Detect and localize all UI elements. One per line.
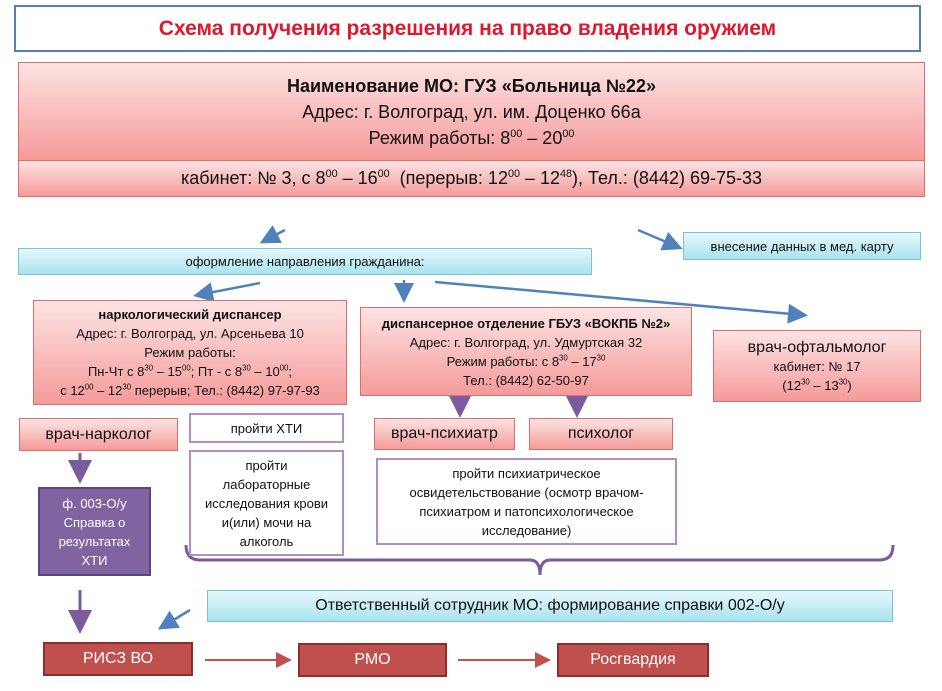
mo-address: Адрес: г. Волгоград, ул. им. Доценко 66а xyxy=(302,101,641,122)
med-card-text: внесение данных в мед. карту xyxy=(710,238,894,254)
text-segment: – 16 xyxy=(337,168,378,188)
psych-exam-box: пройти психиатрическое освидетельствован… xyxy=(376,458,677,545)
text-segment: – 20 xyxy=(522,127,563,148)
psychologist-box: психолог xyxy=(529,418,673,450)
superscript: 00 xyxy=(562,127,575,140)
superscript: 00 xyxy=(377,168,390,180)
narco-hours: Пн-Чт с 830 – 1500; Пт - с 830 – 1000; xyxy=(88,362,292,381)
rmo-box: РМО xyxy=(298,643,447,677)
mo-name: Наименование МО: ГУЗ «Больница №22» xyxy=(286,75,657,96)
superscript: 00 xyxy=(325,168,338,180)
text-segment: Пн-Чт с 8 xyxy=(87,364,145,379)
superscript: 00 xyxy=(507,168,520,180)
superscript: 30 xyxy=(144,363,154,373)
text-segment: – 12 xyxy=(93,383,123,398)
page-title: Схема получения разрешения на право влад… xyxy=(158,16,777,40)
text-segment: ; xyxy=(288,364,293,379)
rmo-text: РМО xyxy=(354,651,391,668)
arrow-to-referral xyxy=(259,225,286,244)
text-segment: Режим работы: 8 xyxy=(368,127,511,148)
disp-name: диспансерное отделение ГБУЗ «ВОКПБ №2» xyxy=(381,315,671,331)
superscript: 00 xyxy=(279,363,289,373)
narcologist-text: врач-нарколог xyxy=(45,425,152,443)
psychologist-text: психолог xyxy=(567,425,635,442)
rosgvard-box: Росгвардия xyxy=(557,643,709,677)
disp-phone: Тел.: (8442) 62-50-97 xyxy=(463,372,589,388)
text-segment: ) xyxy=(847,377,852,393)
risz-box: РИСЗ ВО xyxy=(43,642,193,676)
psych-exam-text: пройти психиатрическое освидетельствован… xyxy=(409,465,644,538)
text-segment: – 15 xyxy=(153,364,182,379)
narco-box: наркологический диспансер Адрес: г. Волг… xyxy=(33,300,347,405)
responsible-box: Ответственный сотрудник МО: формирование… xyxy=(207,590,893,622)
superscript: 30 xyxy=(801,377,810,387)
arrow-to-responsible xyxy=(157,608,191,630)
text-segment: ), Тел.: (8442) 69-75-33 xyxy=(572,168,763,188)
arrow-to-narco xyxy=(193,281,261,302)
text-segment: – 17 xyxy=(567,353,597,369)
hti-text: пройти ХТИ xyxy=(230,420,303,436)
narco-hours-label: Режим работы: xyxy=(144,345,236,360)
responsible-text: Ответственный сотрудник МО: формирование… xyxy=(315,597,785,614)
narcologist-box: врач-нарколог xyxy=(19,418,178,451)
text-segment: – 13 xyxy=(809,377,839,393)
ophth-cabinet: кабинет: № 17 xyxy=(773,358,861,374)
psychiatrist-box: врач-психиатр xyxy=(374,418,515,450)
ophth-box: врач-офтальмолог кабинет: № 17 (1230 – 1… xyxy=(713,330,921,402)
disp-address: Адрес: г. Волгоград, ул. Удмуртская 32 xyxy=(409,334,643,350)
referral-text: оформление направления гражданина: xyxy=(185,254,425,269)
text-segment: кабинет: № 3, с 8 xyxy=(180,168,326,188)
ophth-hours: (1230 – 1330) xyxy=(782,376,851,395)
form003-box: ф. 003-О/у Справка о результатах ХТИ xyxy=(38,487,151,576)
hti-box: пройти ХТИ xyxy=(189,413,344,443)
superscript: 00 xyxy=(182,363,191,373)
text-segment: перерыв; Тел.: (8442) 97-97-93 xyxy=(131,383,320,398)
text-segment: (12 xyxy=(782,377,802,393)
superscript: 48 xyxy=(560,168,573,180)
text-segment: с 12 xyxy=(60,383,85,398)
superscript: 30 xyxy=(838,377,848,387)
arrow-to-ophth xyxy=(434,280,808,324)
lab-box: пройти лабораторные исследования крови и… xyxy=(189,450,344,556)
title-box: Схема получения разрешения на право влад… xyxy=(14,5,921,52)
text-segment: – 12 xyxy=(519,168,561,188)
superscript: 30 xyxy=(122,382,132,392)
superscript: 00 xyxy=(84,382,94,392)
lab-text: пройти лабораторные исследования крови и… xyxy=(205,457,329,549)
form003-text: ф. 003-О/у Справка о результатах ХТИ xyxy=(58,495,131,568)
psychiatrist-text: врач-психиатр xyxy=(391,425,498,442)
mo-box: Наименование МО: ГУЗ «Больница №22» Адре… xyxy=(18,62,925,161)
mo-cabinet-box: кабинет: № 3, с 800 – 1600 (перерыв: 120… xyxy=(18,160,925,197)
narco-address: Адрес: г. Волгоград, ул. Арсеньева 10 xyxy=(76,326,304,341)
med-card-box: внесение данных в мед. карту xyxy=(683,232,921,260)
rosgvard-text: Росгвардия xyxy=(590,651,676,668)
superscript: 30 xyxy=(596,353,606,363)
disp-box: диспансерное отделение ГБУЗ «ВОКПБ №2» А… xyxy=(360,307,692,396)
narco-name: наркологический диспансер xyxy=(98,307,282,322)
referral-box: оформление направления гражданина: xyxy=(18,248,592,275)
text-segment: Режим работы: с 8 xyxy=(446,353,560,369)
mo-cabinet: кабинет: № 3, с 800 – 1600 (перерыв: 120… xyxy=(181,168,762,189)
text-segment: – 10 xyxy=(250,364,280,379)
brace xyxy=(184,544,895,576)
disp-hours: Режим работы: с 830 – 1730 xyxy=(447,352,606,371)
text-segment: ; Пт - с 8 xyxy=(190,364,243,379)
superscript: 00 xyxy=(510,127,523,140)
arrow-to-med-card xyxy=(637,228,683,251)
narco-break: с 1200 – 1230 перерыв; Тел.: (8442) 97-9… xyxy=(60,381,320,400)
risz-text: РИСЗ ВО xyxy=(82,650,154,667)
ophth-name: врач-офтальмолог xyxy=(747,338,887,356)
superscript: 30 xyxy=(559,353,568,363)
superscript: 30 xyxy=(242,363,251,373)
text-segment: (перерыв: 12 xyxy=(389,168,508,188)
mo-hours: Режим работы: 800 – 2000 xyxy=(369,125,575,151)
